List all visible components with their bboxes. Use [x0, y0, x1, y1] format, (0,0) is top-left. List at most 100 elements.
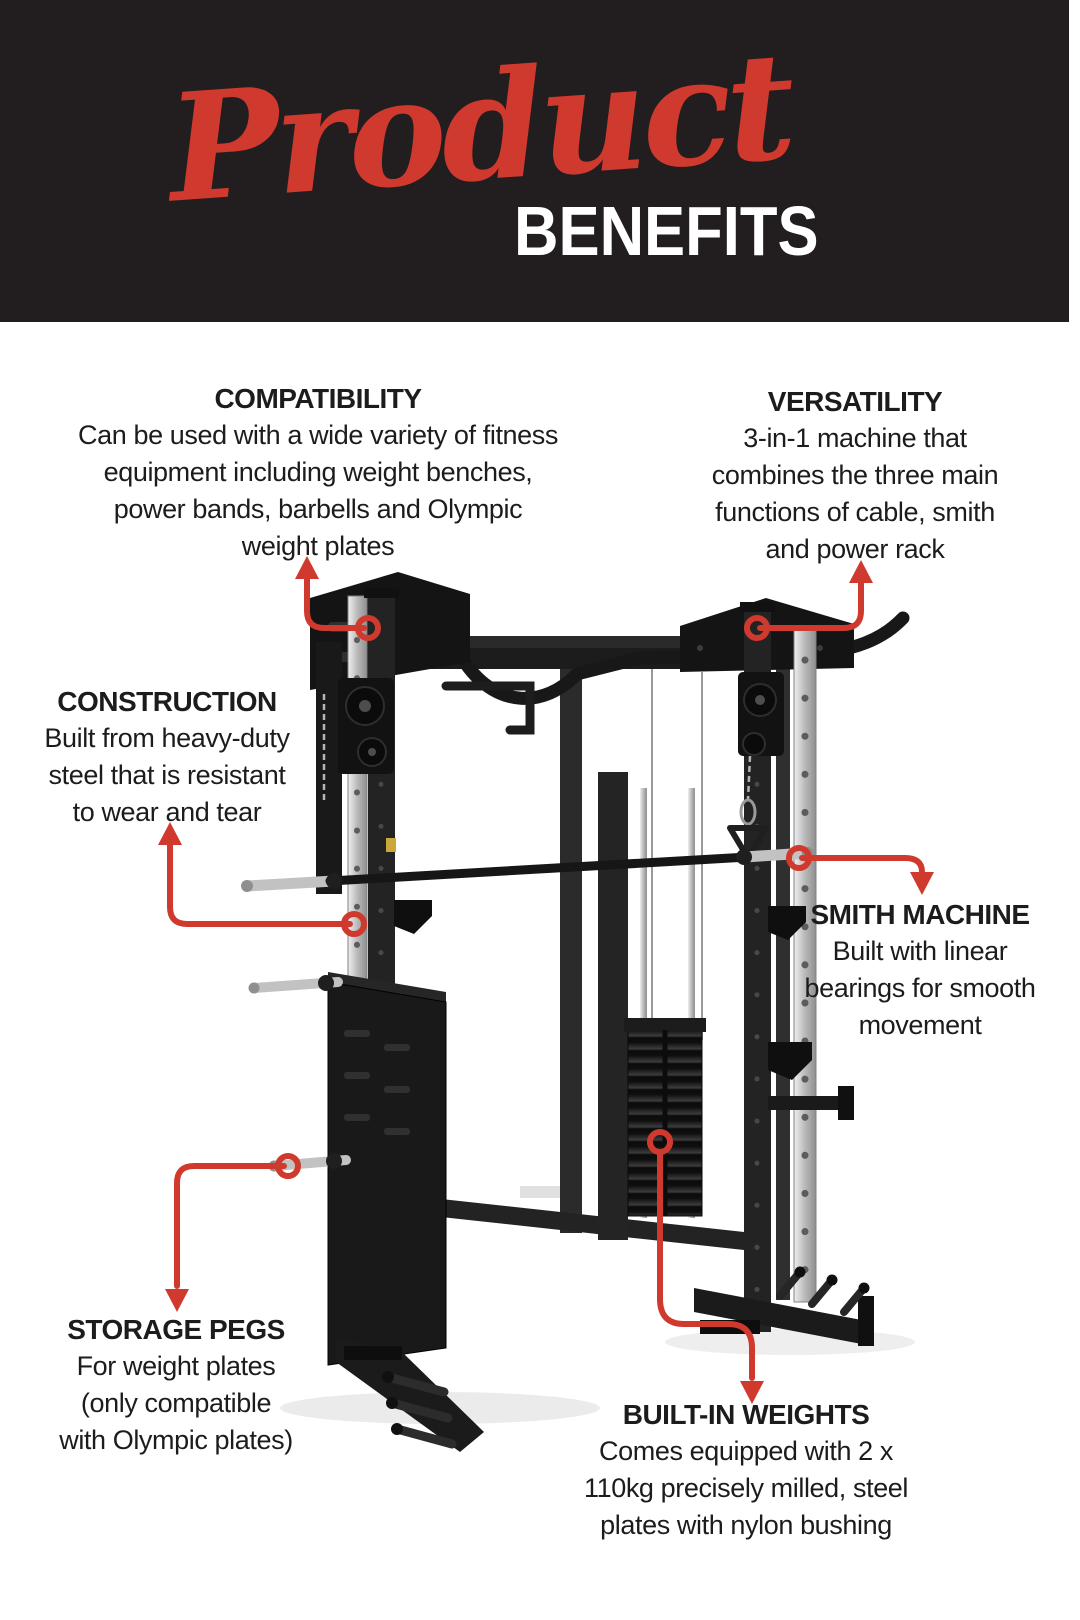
right-rear-filler [776, 640, 790, 1300]
plate-horn [383, 1372, 449, 1397]
versatility-arrowhead-icon [849, 560, 873, 583]
benefit-line: steel that is resistant [48, 760, 286, 790]
smith-machine-arrow [799, 855, 925, 875]
built-in-weights-arrowhead-icon [740, 1381, 764, 1404]
benefit-line: functions of cable, smith [715, 497, 995, 527]
carabiner [739, 798, 757, 826]
horn-cap [382, 1371, 394, 1383]
peg-collar [318, 975, 334, 991]
storage-pegs-marker-circle [275, 1153, 301, 1179]
benefit-line: weight plates [241, 531, 395, 561]
compatibility-arrowhead-icon [295, 556, 319, 579]
pullup-bar [459, 611, 910, 705]
benefit-line: and power rack [765, 534, 945, 564]
construction-arrow [167, 839, 353, 927]
header-title-benefits: BENEFITS [514, 192, 819, 270]
stack-guide-rod [688, 788, 695, 1218]
benefit-line: Built with linear [832, 936, 1008, 966]
rear-base-beam [432, 1198, 744, 1250]
benefit-line: combines the three main [711, 460, 999, 490]
benefit-title: STORAGE PEGS [67, 1314, 285, 1345]
smith-machine-arrowhead-icon [910, 872, 934, 895]
j-hook [394, 900, 432, 934]
benefit-line: equipment including weight benches, [103, 457, 533, 487]
horn-cap [858, 1282, 870, 1294]
benefit-line: Comes equipped with 2 x [599, 1436, 893, 1466]
built-in-weights-marker-circle [647, 1129, 673, 1155]
left-upright-cap [364, 588, 399, 598]
compatibility-arrow [304, 573, 367, 631]
horn-cap [386, 1397, 398, 1409]
weight-shroud [327, 981, 447, 1366]
benefit-line: plates with nylon bushing [600, 1510, 892, 1540]
storage-pegs-arrow [174, 1163, 287, 1289]
horn-cap [794, 1266, 806, 1278]
stack-column [598, 772, 628, 1240]
machine-label [520, 1186, 560, 1198]
peg-collar [326, 1153, 342, 1169]
benefit-title: SMITH MACHINE [810, 899, 1030, 930]
smith-bar-chrome-left [241, 875, 340, 892]
benefit-line: movement [858, 1010, 982, 1040]
rear-upright [560, 648, 582, 1233]
shroud-vent [344, 1030, 370, 1037]
benefit-line: Built from heavy-duty [44, 723, 290, 753]
bolt [697, 645, 703, 651]
benefit-line: with Olympic plates) [59, 1425, 293, 1455]
shroud-vent [344, 1072, 370, 1079]
horn-cap [391, 1423, 403, 1435]
left-base-plate [344, 1346, 402, 1360]
shroud-vent [384, 1086, 410, 1093]
bar-end-cap [241, 880, 253, 892]
j-hook [768, 906, 806, 940]
weight-stack-top-plate [624, 1018, 706, 1032]
storage-pegs-arrowhead-icon [165, 1289, 189, 1312]
versatility-arrow [757, 577, 864, 631]
benefit-line: 3-in-1 machine that [743, 423, 967, 453]
smith-bar-chrome-right [738, 847, 814, 863]
right-base-foot [694, 1288, 872, 1346]
right-foot-end [858, 1296, 874, 1346]
versatility-marker-circle [744, 615, 770, 641]
spotter-arm [768, 1096, 844, 1110]
j-hook [768, 1042, 812, 1080]
benefit-line: power bands, barbells and Olympic [113, 494, 523, 524]
bar-collar [736, 849, 752, 865]
benefit-title: COMPATIBILITY [214, 383, 422, 414]
shroud-vent [384, 1044, 410, 1051]
right-upright-cap [740, 602, 775, 612]
horn-cap [826, 1274, 838, 1286]
plate-horn [392, 1424, 457, 1449]
machine-photo-illustration [241, 572, 915, 1452]
right-chain [746, 755, 752, 801]
dip-handle [441, 681, 535, 735]
top-rear-beam [410, 636, 758, 650]
shroud-vent [384, 1128, 410, 1135]
spotter-arm-end [838, 1086, 854, 1120]
shroud-cap [328, 972, 446, 1004]
left-outer-strip [316, 642, 342, 894]
benefit-line: to wear and tear [72, 797, 262, 827]
stack-guide-rod [640, 788, 647, 1218]
peg-cap [248, 982, 260, 994]
construction-marker-circle [341, 911, 367, 937]
built-in-weights-arrow [657, 1150, 755, 1381]
smith-machine-marker-circle [786, 845, 812, 871]
benefit-line: (only compatible [80, 1388, 272, 1418]
triangle-handle [727, 825, 769, 861]
benefit-line: For weight plates [76, 1351, 276, 1381]
annotation-arrows [158, 556, 934, 1404]
pulley-wheel [742, 732, 766, 756]
benefit-title: CONSTRUCTION [57, 686, 277, 717]
bar-collar [326, 873, 342, 889]
left-base-foot [336, 1338, 484, 1452]
yellow-sticker [386, 838, 396, 852]
shroud-vent [344, 1114, 370, 1121]
pulley-hub [755, 695, 765, 705]
plate-horn [387, 1398, 453, 1423]
benefit-line: Can be used with a wide variety of fitne… [78, 420, 558, 450]
benefit-line: 110kg precisely milled, steel [583, 1473, 909, 1503]
bolt [817, 645, 823, 651]
